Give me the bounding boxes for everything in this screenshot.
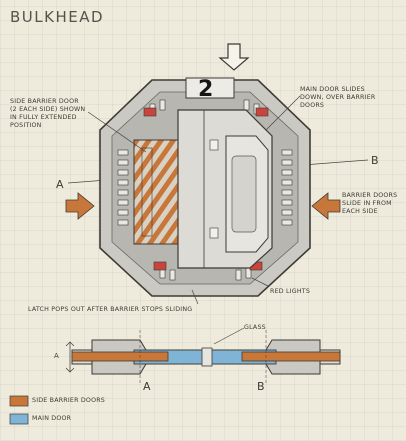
legend-swatches bbox=[9, 395, 29, 425]
arrow-down-icon bbox=[218, 43, 250, 71]
page-title: BULKHEAD bbox=[10, 8, 105, 26]
legend-swatch-orange bbox=[9, 395, 29, 407]
section-view bbox=[65, 330, 341, 384]
dimension-label: A bbox=[54, 352, 59, 360]
section-label-a: A bbox=[56, 178, 64, 191]
main-door bbox=[177, 109, 273, 269]
callout-barrier-doors: BARRIER DOORS SLIDE IN FROM EACH SIDE bbox=[342, 192, 398, 215]
legend-label-barrier: SIDE BARRIER DOORS bbox=[32, 397, 106, 404]
legend-swatch-blue bbox=[9, 413, 29, 425]
section-label-b-lower: B bbox=[257, 380, 265, 393]
section-label-a-lower: A bbox=[143, 380, 151, 393]
leader-lines bbox=[87, 95, 301, 345]
arrow-right-icon bbox=[65, 192, 95, 220]
callout-glass: GLASS bbox=[244, 324, 266, 331]
door-number: 2 bbox=[198, 77, 214, 102]
callout-side-barrier: SIDE BARRIER DOOR (2 EACH SIDE) SHOWN IN… bbox=[10, 98, 86, 129]
arrow-left-icon bbox=[311, 192, 341, 220]
callout-main-door: MAIN DOOR SLIDES DOWN, OVER BARRIER DOOR… bbox=[300, 86, 376, 109]
callout-red-lights: RED LIGHTS bbox=[270, 288, 311, 295]
legend-label-main: MAIN DOOR bbox=[32, 415, 72, 422]
section-label-b: B bbox=[371, 154, 379, 167]
callout-latch: LATCH POPS OUT AFTER BARRIER STOPS SLIDI… bbox=[28, 306, 193, 313]
